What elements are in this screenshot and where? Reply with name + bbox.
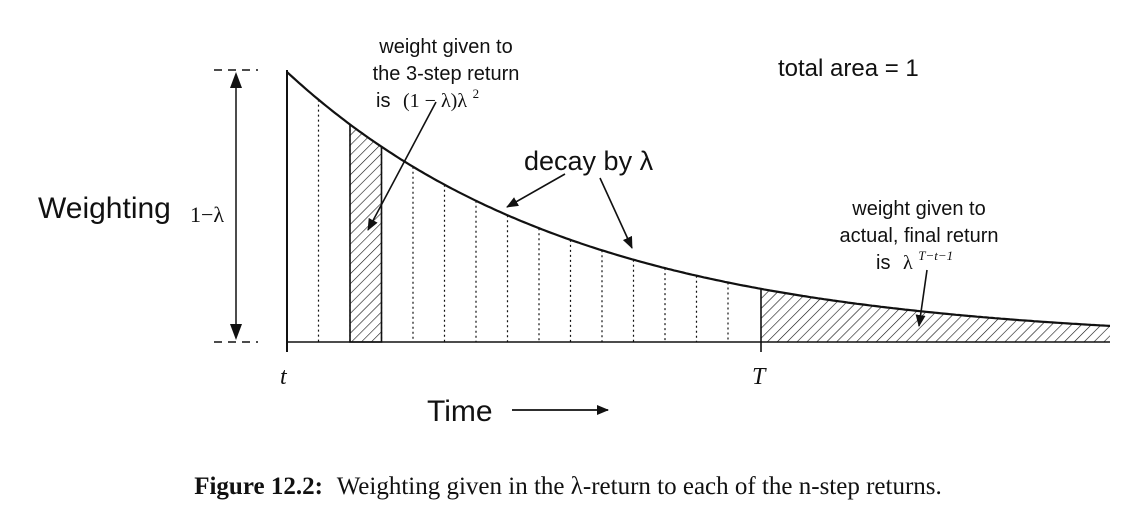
three-step-annotation: weight given to the 3-step return is (1 … xyxy=(373,36,520,112)
decay-pointer-arrow-right xyxy=(599,177,633,249)
three-step-is-word: is xyxy=(376,90,390,112)
decay-curve xyxy=(286,71,1110,327)
three-step-annotation-line3: is (1 − λ)λ 2 xyxy=(376,86,479,112)
decay-pointer-arrow-left xyxy=(506,173,566,208)
figure-caption-text: Weighting given in the λ-return to each … xyxy=(337,473,942,500)
x-tick-start-label: t xyxy=(280,364,288,390)
annotation-arrows xyxy=(367,101,928,415)
three-step-weight-bar xyxy=(349,122,383,343)
final-formula: λ xyxy=(903,252,913,274)
final-return-annotation: weight given to actual, final return is … xyxy=(840,198,999,274)
final-annotation-line1: weight given to xyxy=(851,198,985,220)
magnitude-label: 1−λ xyxy=(190,202,224,227)
decay-label: decay by λ xyxy=(524,146,654,176)
final-is-word: is xyxy=(876,252,890,274)
three-step-formula-exponent: 2 xyxy=(473,86,480,101)
three-step-formula: (1 − λ)λ xyxy=(403,90,467,112)
final-formula-exponent: T−t−1 xyxy=(918,248,953,263)
three-step-annotation-line2: the 3-step return xyxy=(373,63,520,85)
final-return-weight-region xyxy=(761,288,1110,342)
figure-caption: Figure 12.2: Weighting given in the λ-re… xyxy=(194,473,942,500)
y-axis-label: Weighting xyxy=(38,192,171,225)
x-tick-end-label: T xyxy=(752,364,767,390)
three-step-annotation-line1: weight given to xyxy=(378,36,512,58)
final-return-pointer-arrow xyxy=(915,269,928,327)
x-axis-label: Time xyxy=(427,395,493,428)
final-annotation-line2: actual, final return xyxy=(840,225,999,247)
final-annotation-line3: is λ T−t−1 xyxy=(876,248,953,274)
total-area-label: total area = 1 xyxy=(778,55,919,82)
magnitude-bracket xyxy=(214,69,258,343)
three-step-pointer-arrow xyxy=(367,101,437,231)
figure-caption-label: Figure 12.2: xyxy=(194,473,323,500)
